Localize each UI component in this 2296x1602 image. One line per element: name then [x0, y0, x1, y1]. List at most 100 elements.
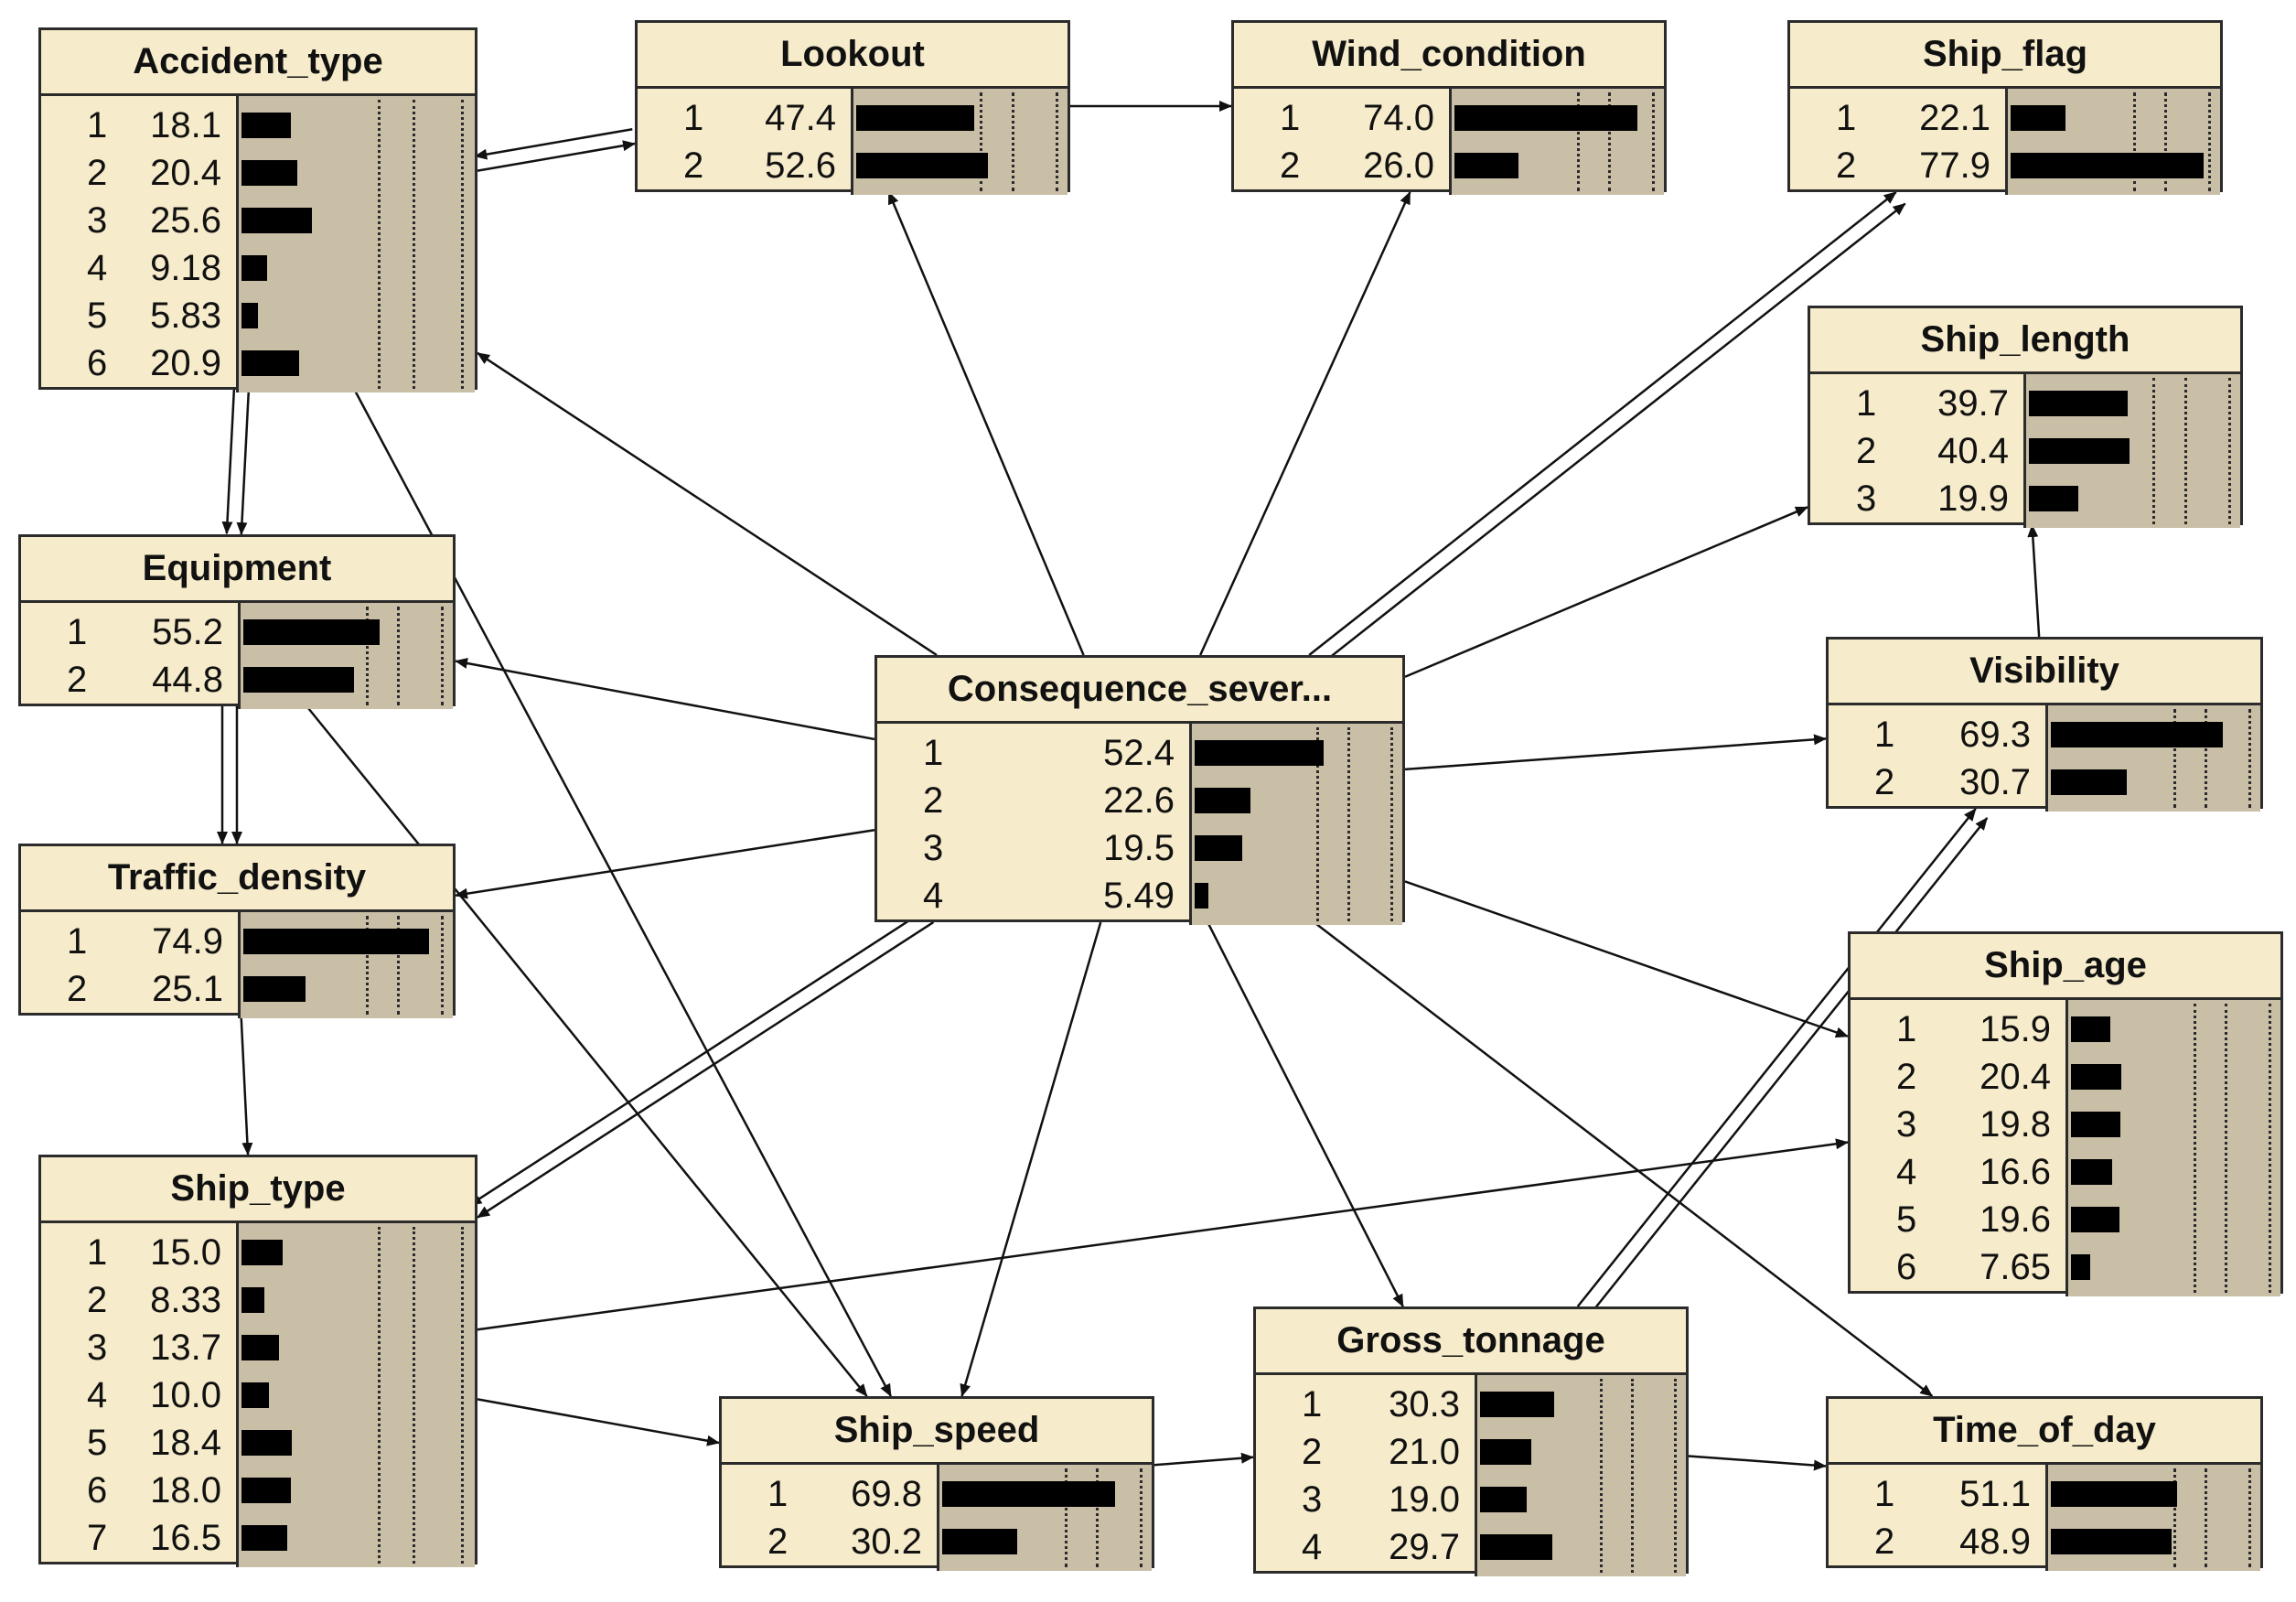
edge-consequence-to-traffic-density [455, 829, 875, 899]
scale-gridline [2173, 709, 2176, 808]
state-label: 2 [923, 780, 944, 821]
scale-gridline [460, 100, 464, 389]
edge-consequence-to-accident-type [477, 351, 938, 657]
scale-gridline [440, 607, 444, 705]
probability-bar [241, 255, 267, 281]
probability-bar [2011, 105, 2065, 131]
state-probability: 26.0 [1363, 145, 1434, 186]
probability-bar [2051, 1481, 2178, 1507]
state-probability: 21.0 [1389, 1432, 1460, 1472]
probability-bar [243, 976, 306, 1002]
edge-lookout-to-accident-type [474, 128, 633, 160]
state-label: 2 [1856, 431, 1877, 471]
node-title: Equipment [21, 537, 453, 603]
scale-gridline [1139, 1468, 1143, 1567]
probability-bar [241, 160, 298, 186]
node-title: Ship_age [1851, 934, 2280, 1000]
state-probability: 44.8 [152, 660, 223, 700]
state-probability: 39.7 [1937, 383, 2009, 424]
state-probability: 20.4 [1979, 1057, 2051, 1097]
probability-bar [856, 105, 975, 131]
edge-gross-tonnage-to-visibility [1576, 808, 1977, 1307]
state-label: 2 [1874, 1521, 1895, 1562]
state-label: 6 [87, 343, 108, 383]
node-title: Ship_flag [1790, 23, 2220, 89]
state-label: 1 [87, 1232, 108, 1273]
probability-bar [2051, 1529, 2173, 1554]
state-probability: 5.83 [150, 296, 221, 336]
state-label: 5 [1896, 1199, 1917, 1240]
state-label: 5 [87, 1423, 108, 1463]
node-title: Ship_length [1810, 308, 2240, 374]
state-label: 2 [683, 145, 704, 186]
scale-gridline [1608, 92, 1612, 191]
scale-gridline [365, 916, 369, 1015]
node-title: Consequence_sever... [877, 658, 1402, 724]
node-title: Wind_condition [1234, 23, 1664, 89]
scale-gridline [2227, 378, 2231, 524]
state-probability: 18.1 [150, 105, 221, 145]
state-label: 3 [1302, 1479, 1323, 1520]
state-probability: 19.9 [1937, 478, 2009, 519]
state-probability: 19.6 [1979, 1199, 2051, 1240]
probability-bar [243, 619, 381, 645]
state-label: 2 [1836, 145, 1857, 186]
scale-gridline [1315, 727, 1319, 921]
state-label: 4 [87, 248, 108, 288]
state-probability: 51.1 [1959, 1474, 2031, 1514]
state-probability: 19.5 [1103, 828, 1175, 868]
probability-bar [2029, 391, 2129, 416]
probability-bar [1454, 153, 1519, 178]
edge-gross-tonnage-to-visibility [1588, 817, 1989, 1317]
state-label: 2 [1874, 762, 1895, 802]
state-label: 1 [1836, 98, 1857, 138]
scale-gridline [377, 1227, 381, 1564]
scale-gridline [1011, 92, 1014, 191]
state-label: 1 [1874, 715, 1895, 755]
probability-bar [241, 1430, 293, 1456]
state-label: 4 [87, 1375, 108, 1415]
probability-bar [241, 1287, 265, 1313]
state-probability: 18.4 [150, 1423, 221, 1463]
probability-bar [1454, 105, 1638, 131]
probability-bar [241, 303, 258, 328]
state-label: 2 [87, 153, 108, 193]
state-probability: 29.7 [1389, 1527, 1460, 1567]
probability-bar [241, 1335, 280, 1360]
state-label: 1 [923, 733, 944, 773]
